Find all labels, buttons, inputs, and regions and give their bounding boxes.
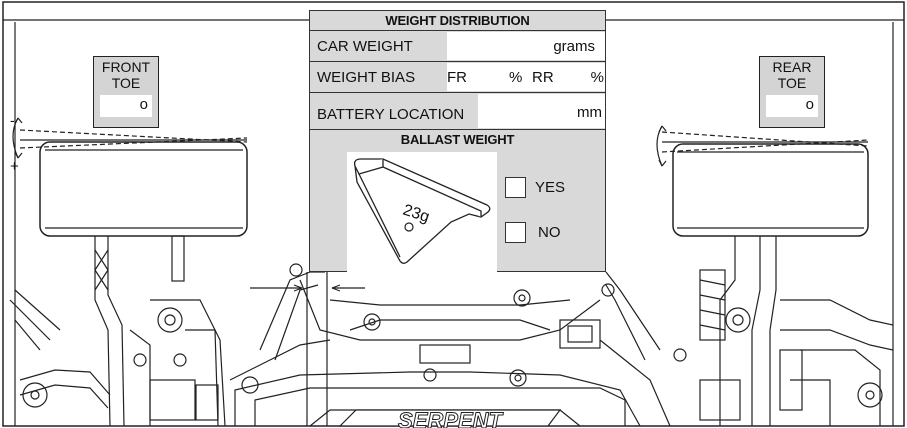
weight-bias-front-label: FR: [447, 69, 467, 86]
rear-toe-label-2: TOE: [777, 75, 807, 91]
weight-bias-rear-unit: %: [590, 69, 604, 86]
front-toe-box: FRONT TOE o: [93, 56, 159, 128]
ballast-weight-image: 23g: [347, 152, 497, 273]
weight-bias-rear-label: RR: [532, 69, 554, 86]
ballast-no-label: NO: [538, 224, 561, 241]
toe-plus-sign: +: [10, 158, 19, 175]
brand-logo: SERPENT: [338, 408, 562, 428]
front-toe-label: FRONT: [101, 59, 151, 75]
car-weight-unit: grams: [553, 38, 595, 55]
ballast-no-checkbox[interactable]: [505, 222, 526, 243]
front-toe-unit: o: [139, 96, 148, 113]
rear-toe-input[interactable]: o: [766, 95, 818, 117]
front-toe-label-2: TOE: [111, 75, 141, 91]
weight-distribution-title: WEIGHT DISTRIBUTION: [385, 13, 530, 28]
weight-bias-field: FR % RR %: [447, 63, 605, 91]
car-weight-label: CAR WEIGHT: [317, 38, 413, 55]
battery-location-unit: mm: [577, 104, 602, 121]
battery-location-input[interactable]: mm: [478, 94, 605, 128]
front-toe-input[interactable]: o: [100, 95, 152, 117]
weight-distribution-panel: WEIGHT DISTRIBUTION CAR WEIGHT grams WEI…: [309, 10, 606, 273]
weight-bias-front-input[interactable]: [469, 63, 507, 91]
ballast-yes-label: YES: [535, 179, 566, 196]
svg-text:SERPENT: SERPENT: [398, 408, 503, 428]
ballast-weight-title: BALLAST WEIGHT: [400, 132, 515, 147]
rear-toe-unit: o: [805, 96, 814, 113]
rear-toe-box: REAR TOE o: [759, 56, 825, 128]
car-weight-input[interactable]: grams: [447, 32, 605, 60]
weight-bias-front-unit: %: [509, 69, 523, 86]
weight-bias-rear-input[interactable]: [557, 63, 593, 91]
weight-bias-label: WEIGHT BIAS: [317, 69, 416, 86]
ballast-yes-checkbox[interactable]: [505, 177, 526, 198]
battery-location-label: BATTERY LOCATION: [317, 106, 465, 123]
toe-minus-sign: -: [10, 112, 15, 128]
front-tire: [39, 141, 248, 237]
rear-toe-label: REAR: [772, 59, 812, 75]
ballast-weight-icon: 23g: [353, 158, 491, 264]
rear-tire: [672, 143, 869, 237]
